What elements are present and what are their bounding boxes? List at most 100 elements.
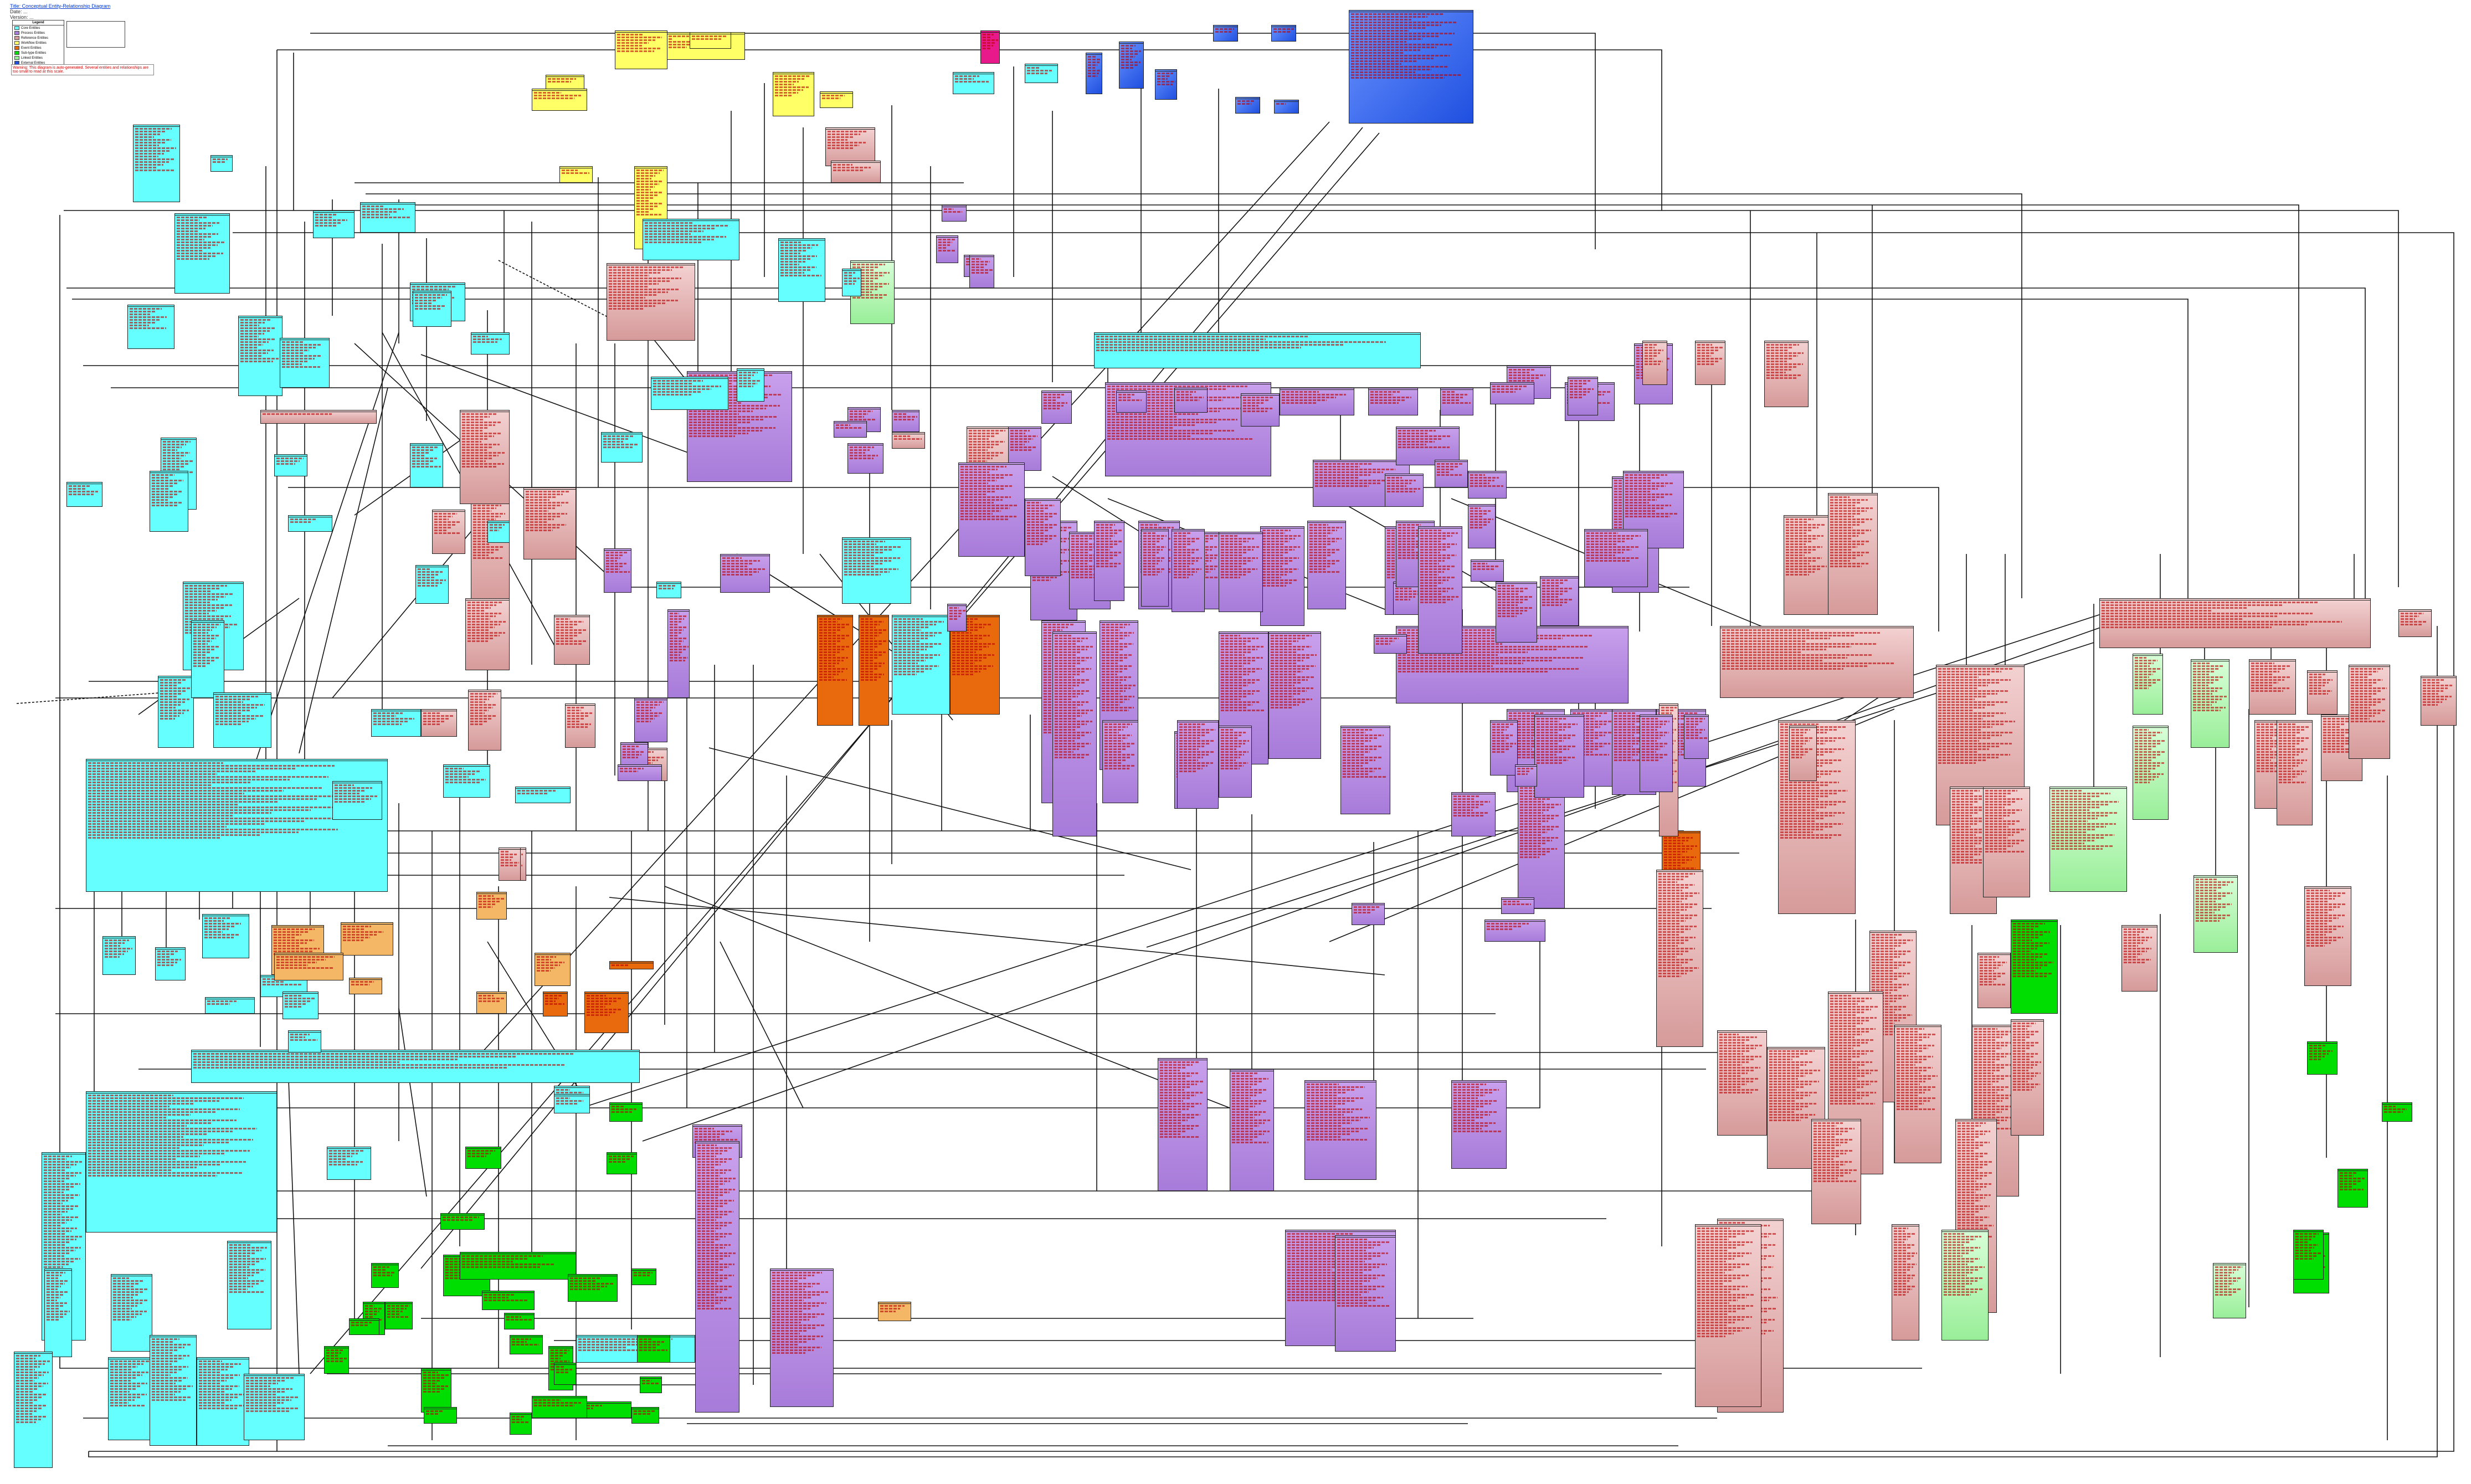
entity-box[interactable] <box>238 316 282 396</box>
entity-box[interactable] <box>1717 1030 1767 1136</box>
entity-box[interactable] <box>460 1252 576 1280</box>
entity-box[interactable] <box>210 155 233 172</box>
entity-box[interactable] <box>44 1269 72 1357</box>
entity-box[interactable] <box>1767 1047 1825 1169</box>
entity-box[interactable] <box>432 510 465 554</box>
entity-box[interactable] <box>1260 526 1304 626</box>
entity-box[interactable] <box>191 1050 640 1083</box>
entity-box[interactable] <box>695 1141 739 1413</box>
entity-box[interactable] <box>2277 720 2313 825</box>
entity-box[interactable] <box>465 1147 501 1169</box>
entity-box[interactable] <box>1518 781 1565 908</box>
entity-box[interactable] <box>127 305 174 349</box>
entity-box[interactable] <box>737 368 764 402</box>
entity-box[interactable] <box>634 698 667 742</box>
entity-box[interactable] <box>2213 1263 2246 1318</box>
entity-box[interactable] <box>371 1263 399 1288</box>
entity-box[interactable] <box>468 690 501 751</box>
entity-box[interactable] <box>288 515 332 532</box>
entity-box[interactable] <box>1094 332 1421 368</box>
entity-box[interactable] <box>640 1377 662 1393</box>
entity-box[interactable] <box>150 471 188 532</box>
entity-box[interactable] <box>1642 341 1667 385</box>
entity-box[interactable] <box>2011 920 2058 1014</box>
entity-box[interactable] <box>1025 64 1058 83</box>
entity-box[interactable] <box>607 1152 637 1174</box>
entity-box[interactable] <box>615 30 667 69</box>
entity-box[interactable] <box>413 291 451 327</box>
entity-box[interactable] <box>1094 521 1124 601</box>
entity-box[interactable] <box>947 604 967 631</box>
entity-box[interactable] <box>690 32 731 49</box>
entity-box[interactable] <box>133 125 180 202</box>
entity-box[interactable] <box>471 487 510 604</box>
entity-box[interactable] <box>341 922 393 956</box>
entity-box[interactable] <box>440 1213 485 1230</box>
entity-box[interactable] <box>1640 715 1673 792</box>
entity-box[interactable] <box>950 615 1000 715</box>
entity-box[interactable] <box>1534 715 1584 798</box>
entity-box[interactable] <box>651 377 728 410</box>
entity-box[interactable] <box>847 443 883 474</box>
entity-box[interactable] <box>86 1091 277 1233</box>
entity-box[interactable] <box>2011 1019 2044 1136</box>
entity-box[interactable] <box>1352 903 1385 925</box>
entity-box[interactable] <box>637 1335 670 1363</box>
entity-box[interactable] <box>1102 720 1138 803</box>
entity-box[interactable] <box>2249 659 2296 715</box>
entity-box[interactable] <box>1941 1230 1989 1341</box>
entity-box[interactable] <box>1141 529 1169 607</box>
entity-box[interactable] <box>510 1413 532 1435</box>
entity-box[interactable] <box>2191 659 2229 748</box>
entity-box[interactable] <box>1086 53 1102 94</box>
entity-box[interactable] <box>465 598 510 670</box>
entity-box[interactable] <box>2133 726 2169 820</box>
entity-box[interactable] <box>86 759 388 892</box>
entity-box[interactable] <box>1280 388 1354 415</box>
entity-box[interactable] <box>656 582 681 598</box>
entity-box[interactable] <box>604 548 631 593</box>
entity-box[interactable] <box>1274 100 1299 114</box>
entity-box[interactable] <box>227 1241 271 1329</box>
entity-box[interactable] <box>554 615 590 665</box>
entity-box[interactable] <box>1374 634 1407 654</box>
entity-box[interactable] <box>1894 1025 1941 1163</box>
entity-box[interactable] <box>532 1396 587 1418</box>
entity-box[interactable] <box>1307 521 1346 609</box>
entity-box[interactable] <box>282 992 318 1019</box>
entity-box[interactable] <box>568 1274 618 1302</box>
entity-box[interactable] <box>332 781 382 820</box>
entity-box[interactable] <box>476 992 507 1014</box>
entity-box[interactable] <box>1828 493 1878 615</box>
entity-box[interactable] <box>969 255 994 288</box>
header-title-link[interactable]: Title: Conceptual Entity-Relationship Di… <box>10 3 111 9</box>
entity-box[interactable] <box>108 1357 155 1440</box>
entity-box[interactable] <box>532 89 587 111</box>
entity-box[interactable] <box>1213 25 1238 42</box>
entity-box[interactable] <box>1340 726 1390 814</box>
entity-box[interactable] <box>460 410 510 504</box>
entity-box[interactable] <box>1396 427 1460 465</box>
entity-box[interactable] <box>1811 1119 1861 1224</box>
entity-box[interactable] <box>476 892 507 920</box>
entity-box[interactable] <box>1177 720 1219 809</box>
entity-box[interactable] <box>631 1269 656 1285</box>
entity-box[interactable] <box>1540 576 1579 626</box>
entity-box[interactable] <box>2293 1230 2324 1280</box>
entity-box[interactable] <box>499 848 521 881</box>
entity-box[interactable] <box>487 521 510 543</box>
entity-box[interactable] <box>631 1407 659 1424</box>
entity-box[interactable] <box>349 1318 379 1335</box>
entity-box[interactable] <box>111 1274 152 1352</box>
entity-box[interactable] <box>482 1291 535 1310</box>
entity-box[interactable] <box>2398 609 2432 637</box>
entity-box[interactable] <box>288 1030 321 1052</box>
entity-box[interactable] <box>543 992 568 1016</box>
entity-box[interactable] <box>892 410 919 432</box>
entity-box[interactable] <box>1983 787 2030 897</box>
entity-box[interactable] <box>1158 1058 1208 1191</box>
entity-box[interactable] <box>1304 1080 1376 1180</box>
entity-box[interactable] <box>415 565 449 604</box>
entity-box[interactable] <box>1490 720 1518 776</box>
entity-box[interactable] <box>942 205 967 222</box>
